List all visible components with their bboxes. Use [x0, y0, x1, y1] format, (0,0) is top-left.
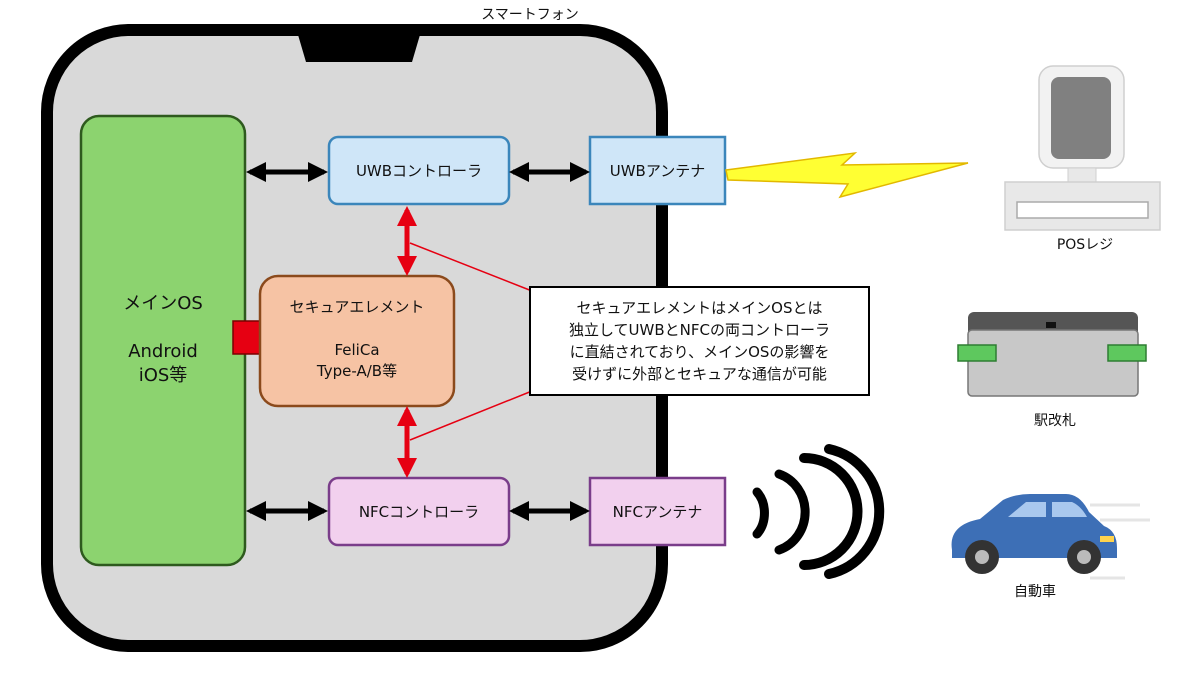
callout-leader-top [409, 242, 533, 292]
uwb-controller-label: UWBコントローラ [355, 162, 483, 180]
nfc-controller-label: NFCコントローラ [358, 503, 480, 521]
callout-leader-bottom [409, 390, 533, 441]
pos-label: POSレジ [1056, 237, 1114, 253]
phone-title: スマートフォン [481, 7, 579, 23]
secure-element-felica: FeliCa [334, 341, 380, 359]
secure-element-box [258, 274, 456, 408]
secure-element-type: Type-A/B等 [316, 361, 398, 380]
nfc-antenna-label: NFCアンテナ [612, 503, 703, 521]
phone-notch [296, 28, 422, 62]
main-os-name: メインOS [123, 293, 203, 314]
callout-line-2: 独立してUWBとNFCの両コントローラ [569, 321, 830, 339]
main-os-ios: iOS等 [138, 365, 188, 386]
uwb-antenna-label: UWBアンテナ [609, 162, 706, 180]
main-os-android: Android [128, 341, 198, 362]
callout-box [529, 286, 870, 396]
secure-element-title: セキュアエレメント [289, 297, 425, 316]
callout-text: セキュアエレメントはメインOSとは 独立してUWBとNFCの両コントローラ に直… [530, 287, 869, 395]
pos-register-icon [1004, 65, 1161, 231]
uwb-antenna-box [588, 135, 727, 206]
gate-label: 駅改札 [1034, 413, 1076, 429]
ticket-gate-icon [957, 312, 1147, 397]
nfc-antenna-box [588, 476, 727, 547]
lightning-icon [725, 151, 969, 199]
callout-line-3: に直結されており、メインOSの影響を [569, 343, 830, 361]
main-os-text: メインOS Android iOS等 [81, 270, 245, 410]
callout-line-1: セキュアエレメントはメインOSとは [576, 299, 823, 317]
nfc-wave-icon [752, 444, 885, 579]
car-label: 自動車 [1014, 584, 1056, 600]
callout-line-4: 受けずに外部とセキュアな通信が可能 [572, 365, 827, 383]
car-icon [951, 494, 1150, 580]
